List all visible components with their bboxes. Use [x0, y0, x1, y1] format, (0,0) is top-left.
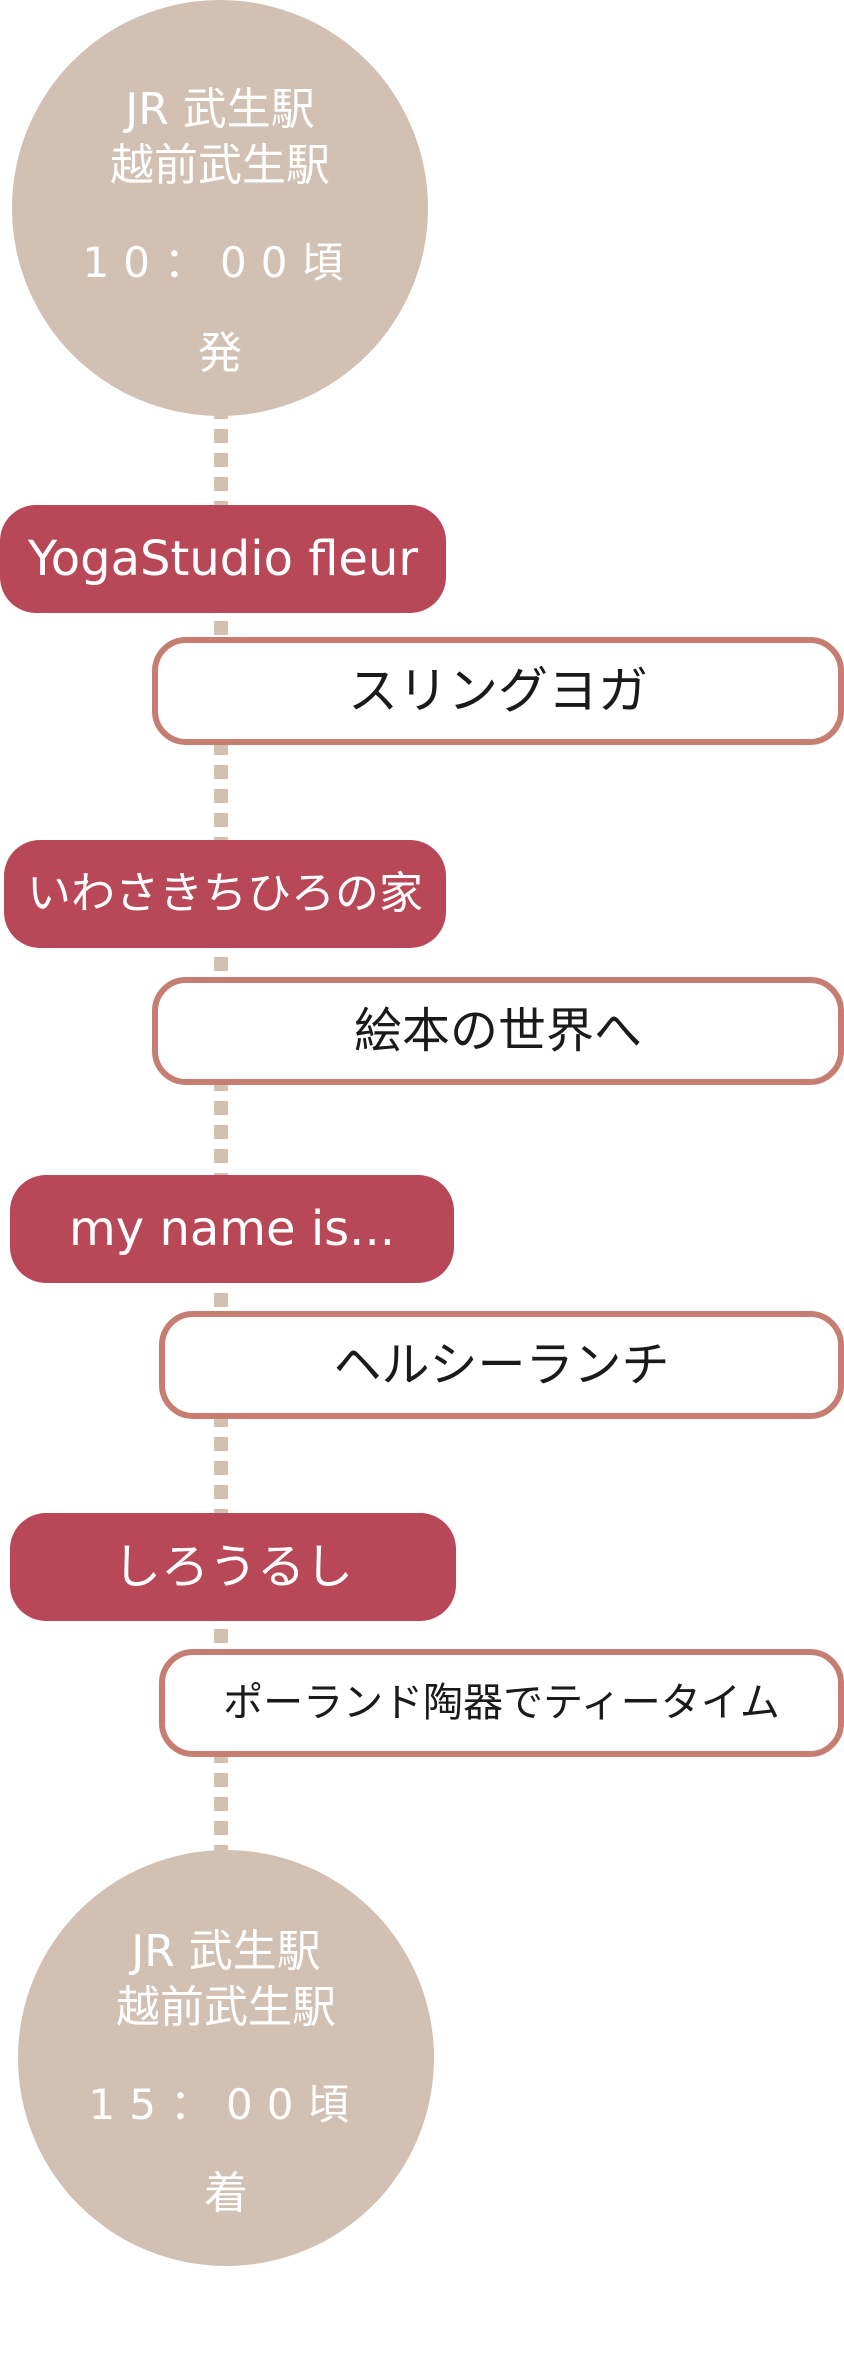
start-station-line1: JR 武生駅: [125, 84, 315, 135]
stop-activity-4: ポーランド陶器でティータイム: [159, 1649, 844, 1757]
stop-place-4: しろうるし: [10, 1513, 456, 1621]
stop-place-1: YogaStudio fleur: [0, 505, 446, 613]
stop-activity-2: 絵本の世界へ: [152, 977, 844, 1085]
route-dotted-line: [214, 405, 228, 1865]
stop-place-2: いわさきちひろの家: [4, 840, 446, 948]
end-station-line2: 越前武生駅: [116, 1982, 336, 2033]
start-station: JR 武生駅 越前武生駅 10：00頃 発: [12, 0, 428, 416]
stop-activity-1: スリングヨガ: [152, 637, 844, 745]
end-station-line1: JR 武生駅: [131, 1926, 321, 1977]
start-time: 10：00頃: [82, 238, 358, 287]
end-station: JR 武生駅 越前武生駅 15：00頃 着: [18, 1850, 434, 2266]
stop-place-3: my name is...: [10, 1175, 454, 1283]
end-tag: 着: [204, 2168, 248, 2219]
start-station-line2: 越前武生駅: [110, 140, 330, 191]
end-time: 15：00頃: [88, 2080, 364, 2129]
stop-activity-3: ヘルシーランチ: [159, 1311, 844, 1419]
start-tag: 発: [198, 328, 242, 379]
